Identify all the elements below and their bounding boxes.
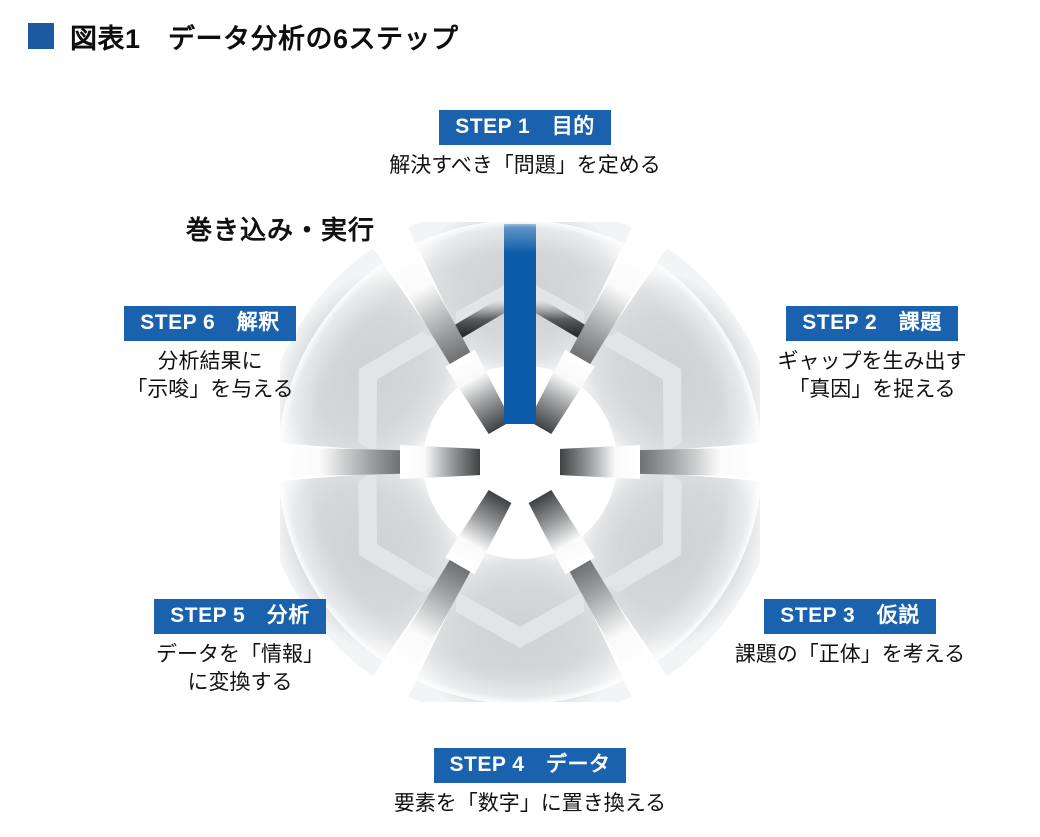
step-1-description: 解決すべき「問題」を定める — [389, 154, 661, 178]
step-1-label-group: STEP 1 目的 解決すべき「問題」を定める — [330, 110, 720, 180]
page-title-bar: 図表1 データ分析の6ステップ — [28, 16, 459, 56]
step-4-label-group: STEP 4 データ 要素を「数字」に置き換える — [335, 748, 725, 818]
step-3-label-group: STEP 3 仮説 課題の「正体」を考える — [700, 599, 1000, 669]
step-4-badge[interactable]: STEP 4 データ — [433, 748, 627, 784]
step-2-badge[interactable]: STEP 2 課題 — [786, 306, 958, 342]
title-bullet-square-icon — [28, 23, 54, 49]
step-5-label-group: STEP 5 分析 データを「情報」 に変換する — [105, 599, 375, 696]
step-5-description: データを「情報」 に変換する — [156, 643, 324, 694]
step-6-label-group: STEP 6 解釈 分析結果に 「示唆」を与える — [75, 306, 345, 403]
step-3-badge[interactable]: STEP 3 仮説 — [764, 599, 936, 635]
step-5-badge[interactable]: STEP 5 分析 — [154, 599, 326, 635]
page-title: 図表1 データ分析の6ステップ — [70, 23, 459, 54]
step-2-label-group: STEP 2 課題 ギャップを生み出す 「真因」を捉える — [737, 306, 1007, 403]
step-1-badge[interactable]: STEP 1 目的 — [439, 110, 611, 146]
step-6-description: 分析結果に 「示唆」を与える — [126, 350, 294, 401]
step-4-description: 要素を「数字」に置き換える — [393, 792, 667, 816]
step-3-description: 課題の「正体」を考える — [734, 643, 966, 667]
wheel-rim-fade — [280, 222, 760, 702]
step-2-description: ギャップを生み出す 「真因」を捉える — [777, 350, 967, 401]
step-6-badge[interactable]: STEP 6 解釈 — [124, 306, 296, 342]
caption-involve-execute: 巻き込み・実行 — [186, 215, 376, 245]
six-step-wheel-graphic — [280, 222, 760, 702]
